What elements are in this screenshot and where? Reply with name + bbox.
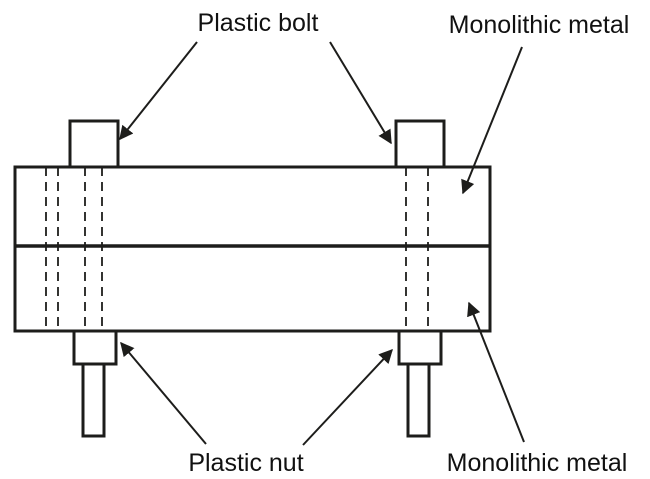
plastic-nut-right: [397, 329, 443, 366]
hidden-bolt-lines-left: [45, 167, 103, 331]
arrow-plastic-nut-right: [302, 348, 393, 446]
bolt-shank-left: [81, 362, 106, 438]
plastic-bolt-head-right: [394, 119, 446, 169]
arrow-monolithic-metal-bottom: [467, 301, 525, 443]
hidden-bolt-lines-right: [405, 167, 429, 331]
label-plastic-nut: Plastic nut: [188, 449, 303, 477]
plastic-bolt-head-left: [68, 119, 120, 169]
label-monolithic-metal-bottom: Monolithic metal: [447, 449, 628, 477]
arrow-plastic-bolt-right: [329, 41, 392, 145]
metal-plates: [13, 165, 492, 333]
arrow-plastic-nut-left: [120, 341, 207, 445]
label-plastic-bolt: Plastic bolt: [198, 9, 319, 37]
plastic-nut-left: [72, 329, 118, 366]
arrow-monolithic-metal-top: [461, 46, 523, 195]
label-monolithic-metal-top: Monolithic metal: [449, 11, 630, 39]
leader-arrows: [119, 41, 525, 446]
arrow-plastic-bolt-left: [119, 41, 198, 141]
bolt-shank-right: [406, 362, 431, 438]
plates-outline: [13, 165, 492, 333]
